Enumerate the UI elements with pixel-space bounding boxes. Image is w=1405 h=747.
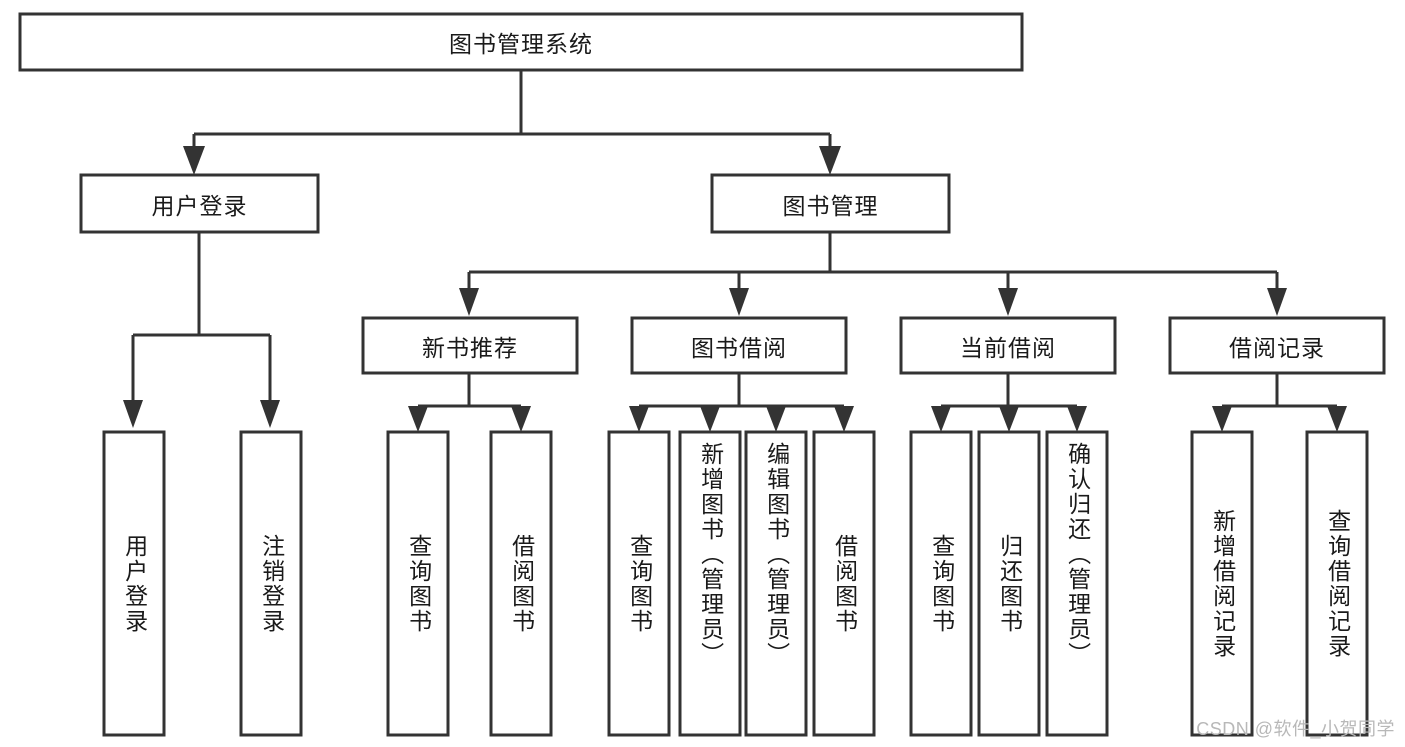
arrowhead-leaf-return-book <box>999 406 1019 432</box>
node-leaf-edit-book[interactable] <box>744 430 808 737</box>
arrowhead-book-management <box>819 146 841 175</box>
csdn-watermark: CSDN @软件_小贺同学 <box>1196 719 1395 739</box>
arrowhead-leaf-query-book-2 <box>629 406 649 432</box>
arrowhead-leaf-borrow-book-2 <box>834 406 854 432</box>
node-leaf-query-book-3[interactable] <box>909 430 973 737</box>
node-leaf-query-book-2[interactable] <box>607 430 671 737</box>
node-current-borrow[interactable] <box>899 316 1117 375</box>
arrowhead-leaf-edit-book <box>766 406 786 432</box>
node-book-borrow[interactable] <box>630 316 848 375</box>
node-leaf-borrow-book-2[interactable] <box>812 430 876 737</box>
node-leaf-query-book-1[interactable] <box>386 430 450 737</box>
arrowhead-new-book-recommend <box>459 288 479 316</box>
arrowhead-user-login <box>183 146 205 175</box>
arrowhead-leaf-query-record <box>1327 406 1347 432</box>
node-book-management[interactable] <box>710 173 951 234</box>
connectors-new-book-recommend-to-leaves <box>408 373 531 432</box>
node-leaf-user-login[interactable] <box>102 430 166 737</box>
arrowhead-leaf-logout <box>260 400 280 428</box>
arrowhead-leaf-add-record <box>1212 406 1232 432</box>
arrowhead-leaf-query-book-3 <box>931 406 951 432</box>
connectors-borrow-record-to-leaves <box>1212 373 1347 432</box>
node-leaf-logout[interactable] <box>239 430 303 737</box>
arrowhead-leaf-user-login <box>123 400 143 428</box>
node-new-book-recommend[interactable] <box>361 316 579 375</box>
arrowhead-book-borrow <box>729 288 749 316</box>
connectors-book-borrow-to-leaves <box>629 373 854 432</box>
node-leaf-return-book[interactable] <box>977 430 1041 737</box>
node-leaf-borrow-book-1[interactable] <box>489 430 553 737</box>
node-leaf-query-record[interactable] <box>1305 430 1369 737</box>
connectors-current-borrow-to-leaves <box>931 373 1087 432</box>
connectors-root-to-level1 <box>183 70 841 175</box>
connectors-user-login-to-leaves <box>123 232 280 428</box>
arrowhead-leaf-query-book-1 <box>408 406 428 432</box>
node-root[interactable] <box>18 12 1024 72</box>
arrowhead-borrow-record <box>1267 288 1287 316</box>
node-leaf-add-book[interactable] <box>678 430 742 737</box>
node-user-login[interactable] <box>79 173 320 234</box>
arrowhead-leaf-borrow-book-1 <box>511 406 531 432</box>
node-borrow-record[interactable] <box>1168 316 1386 375</box>
connectors-book-management-to-level2 <box>459 232 1287 316</box>
node-leaf-confirm-return[interactable] <box>1045 430 1109 737</box>
node-leaf-add-record[interactable] <box>1190 430 1254 737</box>
arrowhead-current-borrow <box>998 288 1018 316</box>
arrowhead-leaf-confirm-return <box>1067 406 1087 432</box>
arrowhead-leaf-add-book <box>700 406 720 432</box>
